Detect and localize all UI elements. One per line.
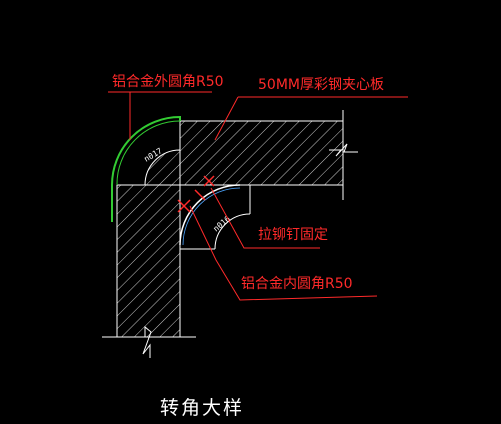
horizontal-wall-panel — [179, 120, 344, 186]
break-line-bottom — [102, 325, 196, 358]
inner-arc-dimension: n016 — [212, 214, 233, 233]
rivet-marks — [177, 175, 215, 213]
panel-label: 50MM厚彩钢夹心板 — [258, 77, 384, 93]
outer-corner-core — [144, 121, 181, 186]
outer-corner-label: 铝合金外圆角R50 — [112, 74, 224, 90]
outer-corner-profile — [111, 115, 181, 222]
break-line-right — [329, 110, 358, 200]
inner-corner-profile — [179, 184, 251, 250]
vertical-wall-panel — [116, 184, 181, 338]
leader-lines — [108, 91, 408, 301]
rivet-label: 拉铆钉固定 — [258, 227, 328, 243]
drawing-title: 转角大样 — [160, 397, 244, 419]
inner-corner-label: 铝合金内圆角R50 — [241, 276, 353, 292]
